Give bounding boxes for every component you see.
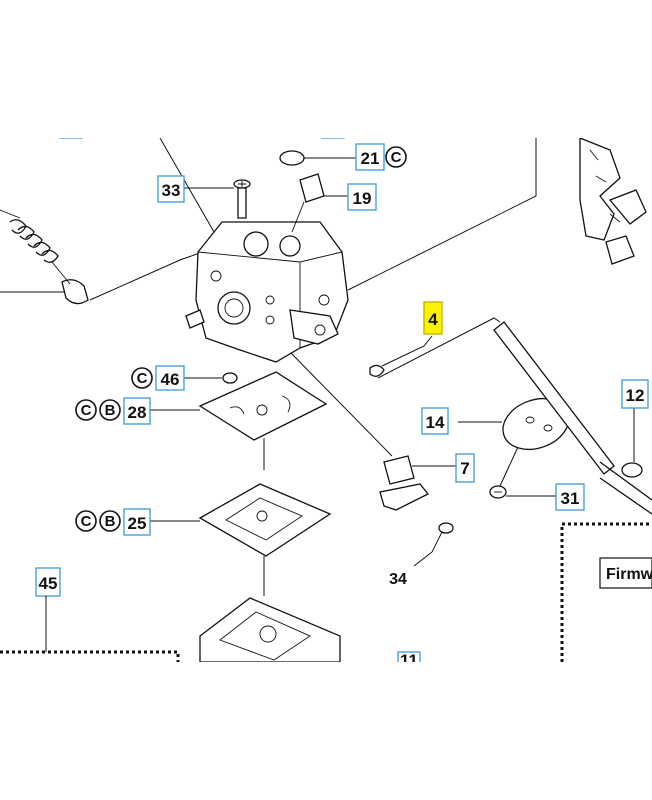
dashed-boundary-left [0, 650, 180, 662]
svg-text:28: 28 [128, 403, 147, 422]
svg-text:B: B [105, 513, 116, 530]
svg-text:19: 19 [353, 189, 372, 208]
callout-25: 25 [123, 508, 151, 536]
callout-14: 14 [421, 407, 449, 435]
firmware-box: Firmw [599, 557, 652, 589]
plug-part-21 [279, 150, 305, 166]
callout-46: 46 [155, 365, 185, 391]
marker-c-46: C [131, 367, 153, 389]
nut-part-46 [222, 372, 238, 384]
callout-12: 12 [621, 379, 649, 409]
svg-text:45: 45 [39, 574, 58, 593]
svg-text:Firmw: Firmw [606, 566, 652, 583]
linkage-line-top-left [159, 137, 215, 233]
axis-line-7 [289, 351, 393, 457]
callout-31: 31 [555, 483, 585, 511]
svg-text:C: C [137, 370, 148, 387]
marker-c-21: C [385, 146, 407, 168]
marker-c-25: C [75, 510, 97, 532]
marker-b-25: B [99, 510, 121, 532]
callout-33: 33 [157, 175, 185, 203]
crop-mask-top [0, 0, 652, 138]
washer-part-12 [621, 408, 643, 478]
svg-text:C: C [81, 402, 92, 419]
leader-34 [413, 551, 433, 567]
svg-text:31: 31 [561, 489, 580, 508]
carburetor-body [185, 221, 349, 363]
clip-part-4 [369, 364, 385, 377]
diaphragm-part-25 [198, 483, 332, 557]
marker-c-28: C [75, 399, 97, 421]
svg-text:4: 4 [428, 310, 438, 329]
label-34: 34 [389, 571, 407, 588]
screw-part-34 [431, 522, 454, 553]
dashed-boundary-right [560, 522, 652, 662]
throttle-shaft-part [493, 321, 652, 515]
svg-text:33: 33 [162, 181, 181, 200]
linkage-line-shaft [377, 317, 501, 379]
linkage-assembly-top-right [579, 137, 647, 265]
svg-text:7: 7 [460, 459, 469, 478]
svg-text:46: 46 [161, 370, 180, 389]
throttle-lever-part-7 [379, 455, 430, 511]
callout-28: 28 [123, 397, 151, 425]
spring-part [0, 209, 89, 305]
svg-text:C: C [81, 513, 92, 530]
callout-45: 45 [35, 567, 61, 597]
callout-21: 21 [355, 143, 385, 171]
gasket-part-28 [198, 371, 328, 441]
callout-19: 19 [347, 183, 377, 211]
svg-text:25: 25 [128, 514, 147, 533]
linkage-line-left [89, 247, 215, 301]
svg-text:21: 21 [361, 149, 380, 168]
screw-part-33 [233, 179, 251, 219]
svg-text:14: 14 [426, 413, 445, 432]
svg-text:C: C [391, 149, 402, 166]
screw-part-31 [489, 485, 507, 499]
svg-text:12: 12 [626, 386, 645, 405]
callout-7: 7 [455, 453, 475, 483]
marker-b-28: B [99, 399, 121, 421]
svg-text:B: B [105, 402, 116, 419]
linkage-line-top-right [347, 138, 537, 291]
pump-cover-part [199, 597, 341, 663]
crop-mask-bottom [0, 662, 652, 800]
leader-4 [381, 335, 433, 367]
callout-4: 4 [423, 301, 443, 335]
fitting-part-19 [291, 173, 325, 233]
